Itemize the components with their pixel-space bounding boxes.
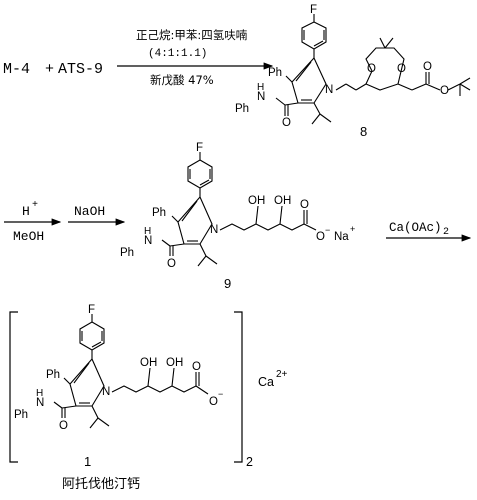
reaction-step-1: M-4 + ATS-9 (3, 61, 103, 78)
compound-8-labels: F Ph N H Ph O N O O O O 8 (235, 4, 449, 139)
fluoro-label: F (88, 304, 95, 316)
hydroxyl-1-label: OH (140, 357, 157, 369)
amide-oxygen-label: O (282, 117, 291, 129)
anilide-phenyl-label: Ph (14, 409, 28, 421)
reaction-step-2: H + MeOH NaOH (4, 200, 126, 244)
hydroxyl-1-label: OH (248, 195, 265, 207)
solvent-ratio: (4:1:1.1) (148, 48, 207, 60)
pyrrole-nitrogen-label: N (102, 386, 110, 398)
sodium-counterion: Na (334, 231, 349, 243)
compound-9-number: 9 (224, 276, 231, 291)
methanol-solvent: MeOH (13, 229, 44, 244)
hydroxyl-2-label: OH (274, 195, 291, 207)
phenyl-label: Ph (268, 67, 282, 79)
compound-1-labels: F Ph N H Ph O N OH OH O O − Ca 2+ 2 1 阿托… (14, 304, 288, 492)
compound-9-structure (161, 152, 317, 267)
compound-1-number: 1 (84, 454, 91, 469)
carboxylate-charge: − (218, 389, 223, 399)
catalyst-yield: 新戊酸 47% (150, 73, 214, 87)
pyrrole-ring (69, 357, 105, 407)
right-bracket (234, 311, 243, 463)
dioxane-oxygen-1: O (367, 63, 376, 75)
sodium-charge: + (350, 224, 355, 234)
carbonyl-oxygen-label: O (300, 199, 309, 211)
amide-h-label: H (257, 82, 264, 93)
base-reagent: NaOH (74, 204, 105, 219)
ester-oxygen: O (440, 85, 449, 97)
amide-h-label: H (36, 388, 43, 399)
phenyl-label: Ph (46, 369, 60, 381)
amide-h-label: H (144, 226, 151, 237)
compound-9-labels: F Ph N H Ph O N OH OH O O − Na + 9 (120, 142, 355, 291)
acid-charge: + (32, 200, 38, 211)
amide-n-label: N (144, 235, 152, 247)
pyrrole-nitrogen-label: N (325, 84, 333, 96)
calcium-acetate-label: Ca(OAc) (389, 221, 442, 235)
amide-oxygen-label: O (167, 258, 176, 270)
fluoro-label: F (196, 142, 203, 154)
reactant-ats9: ATS-9 (58, 61, 103, 78)
pyrrole-nitrogen-label: N (210, 224, 218, 236)
fluorophenyl-ring (301, 21, 327, 50)
compound-8-structure (275, 14, 471, 125)
carboxylate-oxygen-label: O (209, 396, 218, 408)
bracket-subscript: 2 (246, 455, 253, 469)
compound-1-name: 阿托伐他汀钙 (62, 477, 140, 492)
carbonyl-oxygen-label: O (192, 361, 201, 373)
fluorophenyl-ring (187, 159, 213, 189)
dioxane-oxygen-2: O (397, 63, 406, 75)
acid-reagent: H (22, 204, 30, 219)
anilide-phenyl-label: Ph (120, 247, 134, 259)
amide-oxygen-label: O (59, 420, 68, 432)
compound-8-number: 8 (360, 124, 367, 139)
phenyl-label: Ph (152, 207, 166, 219)
compound-1-structure (53, 314, 209, 429)
pyrrole-ring (177, 195, 213, 245)
calcium-acetate-reagent: Ca(OAc) 2 (389, 221, 449, 238)
carboxylate-oxygen-label: O (316, 231, 325, 243)
left-bracket (9, 311, 18, 463)
amide-n-label: N (36, 397, 44, 409)
hydroxyl-2-label: OH (166, 357, 183, 369)
plus-sign: + (45, 61, 54, 78)
ester-carbonyl-oxygen: O (423, 61, 432, 73)
calcium-charge: 2+ (276, 369, 288, 380)
solvent-conditions: 正己烷:甲苯:四氢呋喃 (136, 28, 248, 42)
reactant-m4: M-4 (3, 61, 30, 78)
anilide-phenyl-label: Ph (235, 103, 249, 115)
calcium-acetate-subscript: 2 (443, 227, 449, 238)
dioxane-ring (365, 47, 405, 91)
compound-1-brackets (9, 311, 243, 463)
fluoro-label: F (310, 4, 317, 16)
fluorophenyl-ring (79, 321, 105, 351)
pyrrole-ring (291, 57, 327, 104)
calcium-counterion: Ca (258, 375, 274, 389)
carboxylate-charge: − (325, 225, 330, 235)
amide-n-label: N (257, 91, 265, 103)
